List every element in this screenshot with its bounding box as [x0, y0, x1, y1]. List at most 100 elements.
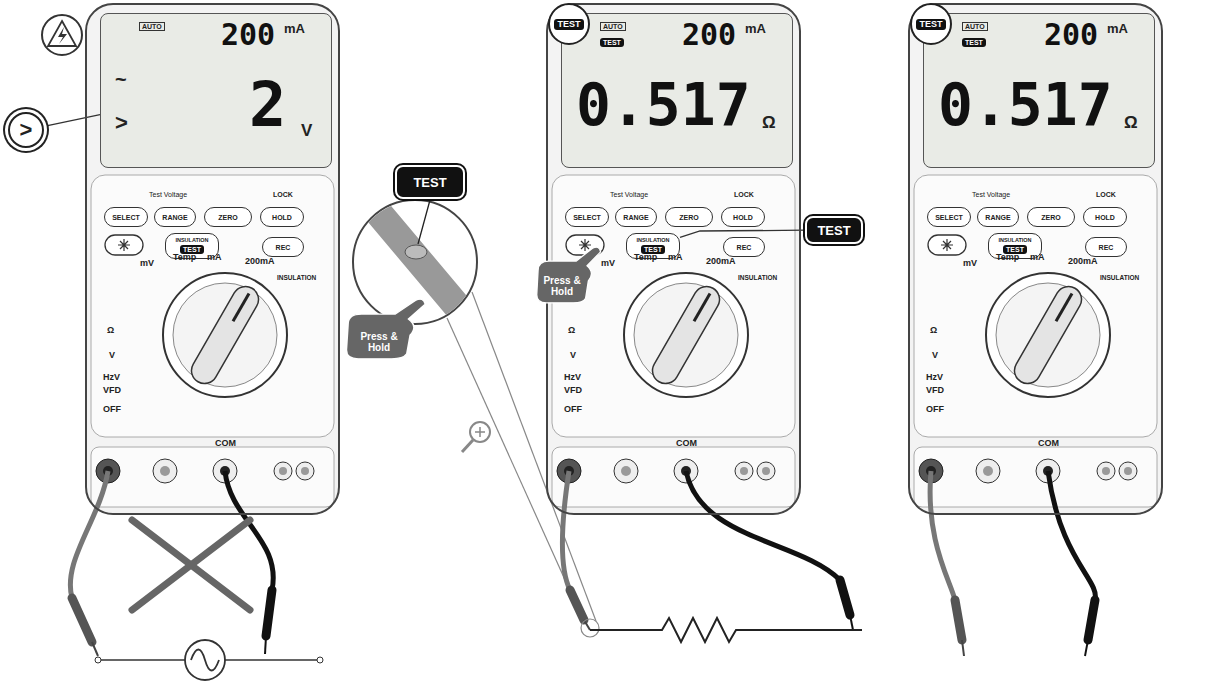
test-badge: TEST — [395, 165, 465, 199]
node-text: INSULATION — [998, 238, 1031, 244]
display-text: V — [301, 122, 312, 139]
display-text: mA — [745, 22, 766, 35]
callout-circle: TEST — [910, 3, 952, 45]
dial-label: Temp — [634, 253, 657, 262]
display-text: 200 — [1044, 20, 1098, 50]
push-button: REC — [262, 237, 304, 257]
push-button: REC — [723, 237, 765, 257]
node-text: TEST — [817, 224, 850, 237]
test-badge: TEST — [805, 216, 863, 244]
display-text: Test Voltage — [149, 191, 187, 198]
display-text: 0.517 — [938, 76, 1113, 134]
display-text: AUTO — [962, 22, 988, 31]
display-text: LOCK — [273, 191, 293, 198]
press-hand: Press & Hold — [534, 246, 602, 304]
dial-label: HzV — [926, 373, 943, 382]
display-text: OFF — [103, 405, 121, 414]
node-text: ZERO — [218, 214, 237, 221]
dial-label: mV — [140, 259, 154, 268]
push-button: SELECT — [104, 207, 148, 227]
node-text: Press & Hold — [540, 275, 584, 297]
dial-label: 200mA — [1068, 257, 1098, 266]
dial-label: mA — [668, 253, 683, 262]
node-text: REC — [276, 244, 291, 251]
dial-label: V — [109, 351, 115, 360]
display-text: 200 — [221, 20, 275, 50]
display-text: TEST — [962, 38, 986, 47]
push-button: SELECT — [927, 207, 971, 227]
node-text: HOLD — [272, 214, 292, 221]
dial-label: Temp — [996, 253, 1019, 262]
display-text: TEST — [600, 38, 624, 47]
display-text: LOCK — [734, 191, 754, 198]
dial-label: VFD — [564, 386, 582, 395]
display-text: INSULATION — [277, 275, 316, 282]
display-text: Ω — [762, 114, 776, 131]
node-text: RANGE — [623, 214, 648, 221]
callout-circle: > — [8, 112, 44, 148]
dial-label: Ω — [930, 326, 937, 335]
dial-label: Temp — [173, 253, 196, 262]
node-text: RANGE — [162, 214, 187, 221]
display-text: OFF — [926, 405, 944, 414]
node-text: REC — [737, 244, 752, 251]
push-button: SELECT — [565, 207, 609, 227]
display-text: INSULATION — [1100, 275, 1139, 282]
push-button: RANGE — [977, 207, 1019, 227]
display-text: Test Voltage — [972, 191, 1010, 198]
dial-label: 200mA — [706, 257, 736, 266]
display-text: Test Voltage — [610, 191, 648, 198]
leader-line — [44, 115, 100, 127]
display-text: Ω — [1124, 114, 1138, 131]
lcd-display: AUTOTEST200mA0.517Ω — [561, 13, 793, 168]
display-text: 2 — [249, 74, 286, 136]
node-text: HOLD — [733, 214, 753, 221]
push-button: RANGE — [154, 207, 196, 227]
dial-label: HzV — [103, 373, 120, 382]
display-text: LOCK — [1096, 191, 1116, 198]
display-text: COM — [676, 439, 697, 448]
node-text: ZERO — [1041, 214, 1060, 221]
display-text: mA — [284, 22, 305, 35]
node-text: ZERO — [679, 214, 698, 221]
display-text: AUTO — [139, 22, 165, 31]
node-text: TEST — [916, 19, 945, 30]
push-button: HOLD — [260, 207, 304, 227]
node-text: Press & Hold — [349, 331, 409, 353]
node-text: RANGE — [985, 214, 1010, 221]
push-button: ZERO — [1027, 207, 1075, 227]
dial-label: V — [570, 351, 576, 360]
dial-label: VFD — [103, 386, 121, 395]
display-text: mA — [1107, 22, 1128, 35]
node-text: SELECT — [573, 214, 601, 221]
dial-label: mV — [963, 259, 977, 268]
dial-label: VFD — [926, 386, 944, 395]
push-button: ZERO — [204, 207, 252, 227]
lcd-display: AUTO 200 mA ~ >2V — [100, 13, 332, 168]
dial-label: HzV — [564, 373, 581, 382]
node-text: REC — [1099, 244, 1114, 251]
display-text: COM — [1038, 439, 1059, 448]
display-text: OFF — [564, 405, 582, 414]
display-text: 200 — [682, 20, 736, 50]
dial-label: mA — [207, 253, 222, 262]
dial-label: mV — [601, 259, 615, 268]
push-button: REC — [1085, 237, 1127, 257]
node-text: > — [20, 119, 33, 141]
push-button: RANGE — [615, 207, 657, 227]
dial-label: Ω — [107, 326, 114, 335]
display-text: AUTO — [600, 22, 626, 31]
lcd-display: AUTO TEST 200 mA 0.517Ω — [923, 13, 1155, 168]
display-text: ~ — [115, 69, 127, 89]
push-button: HOLD — [1083, 207, 1127, 227]
node-text: TEST — [554, 19, 583, 30]
display-text: > — [115, 112, 128, 134]
push-button: HOLD — [721, 207, 765, 227]
node-text: SELECT — [112, 214, 140, 221]
press-hand: Press & Hold — [343, 298, 427, 360]
dial-label: mA — [1030, 253, 1045, 262]
display-text: COM — [215, 439, 236, 448]
dial-label: Ω — [568, 326, 575, 335]
node-text: HOLD — [1095, 214, 1115, 221]
